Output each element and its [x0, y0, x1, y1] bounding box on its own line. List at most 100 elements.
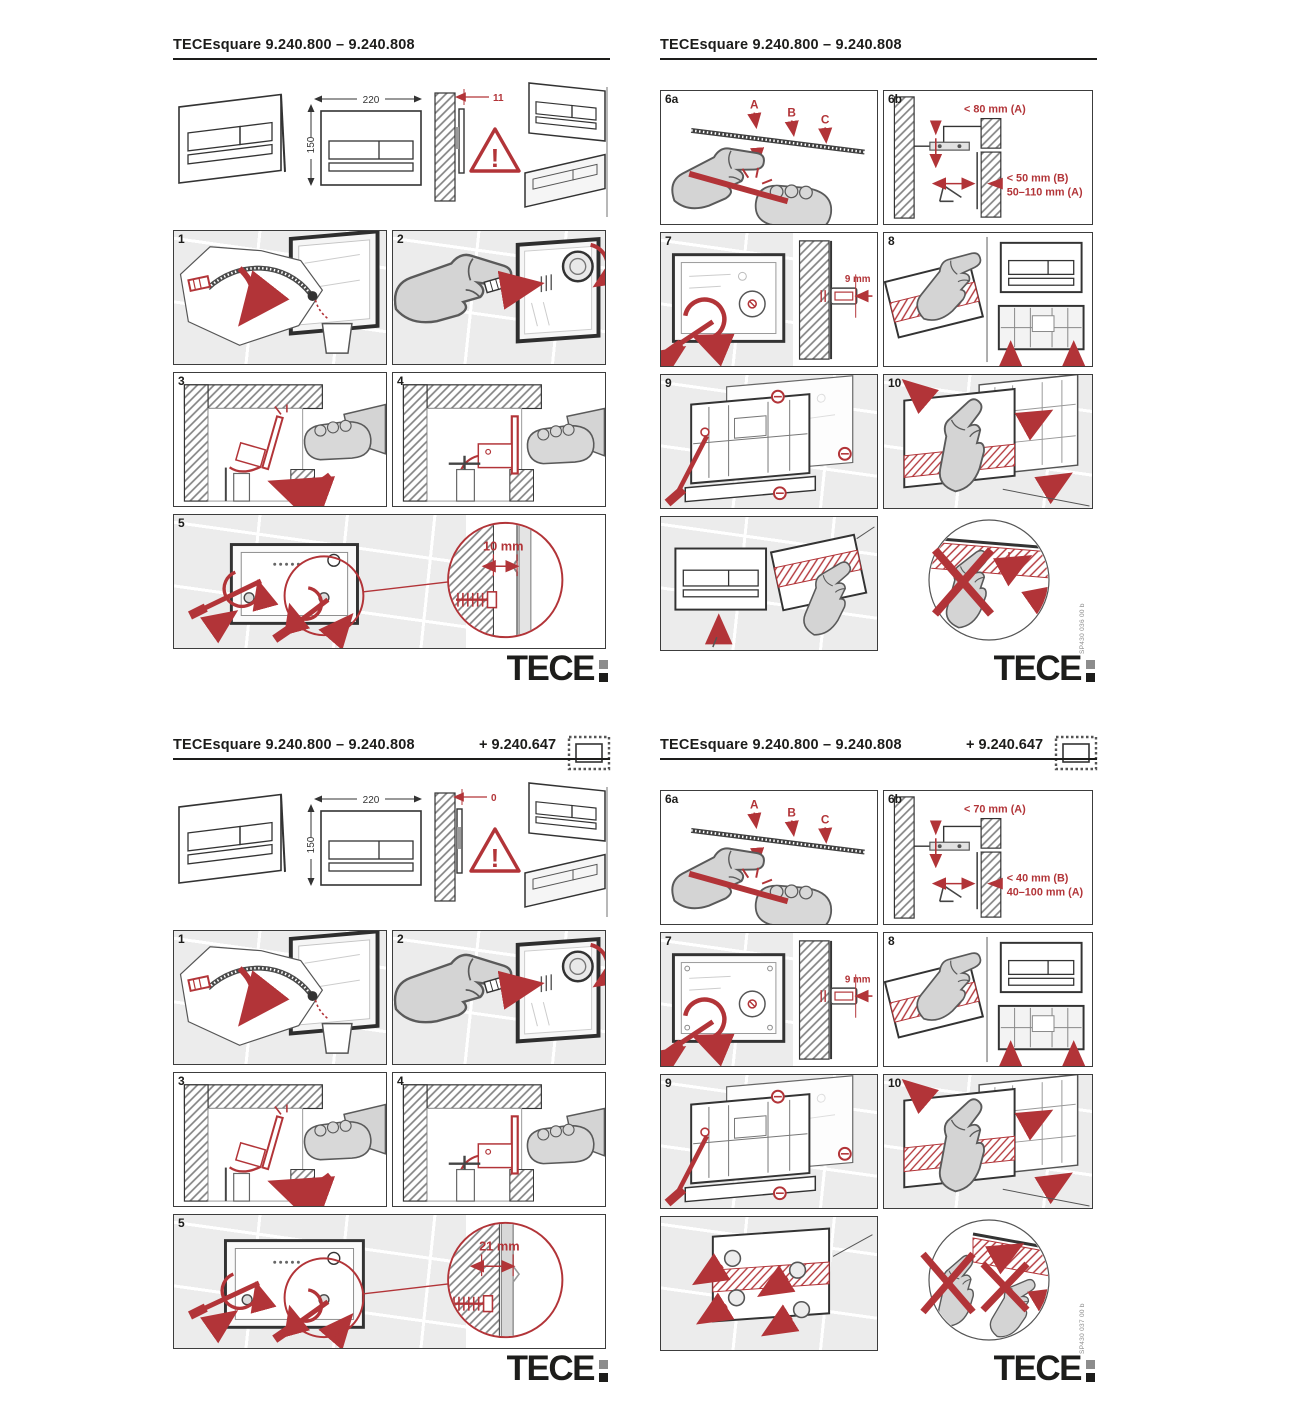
logo-colon-icon — [1086, 1355, 1095, 1382]
accessory-code: + 9.240.647 — [479, 737, 557, 753]
rotate-arrow — [590, 242, 605, 288]
header-rule — [173, 758, 610, 760]
snap-burst — [741, 167, 773, 185]
screw-target — [700, 427, 710, 437]
red-screw — [837, 446, 852, 461]
bracket-box — [477, 443, 513, 469]
logo-colon-icon — [599, 1355, 608, 1382]
svg-text:A: A — [750, 798, 759, 812]
bottle — [456, 468, 475, 502]
rotate-circle — [222, 570, 279, 612]
accessory-code: + 9.240.647 — [966, 737, 1044, 753]
step-panel: 9 — [660, 374, 878, 509]
tece-logo: TECE — [994, 1351, 1095, 1386]
push-arrow — [497, 270, 545, 310]
page-4: TECEsquare 9.240.800 – 9.240.808 + 9.240… — [660, 735, 1098, 1400]
forbidden-x-icon — [920, 1251, 976, 1315]
pull-arrow — [695, 1292, 735, 1325]
step-number: 8 — [888, 934, 895, 948]
dimension-figure: 220 150 — [306, 795, 422, 886]
step-number: 1 — [178, 932, 185, 946]
warning-detail — [885, 516, 1093, 651]
step-number: 7 — [665, 934, 672, 948]
svg-text:B: B — [787, 806, 796, 820]
pull-arrow — [757, 1264, 796, 1297]
step-number: 6a — [665, 92, 679, 106]
final-panel — [660, 1216, 878, 1351]
step-number: 3 — [178, 1074, 185, 1088]
arrow — [901, 379, 939, 415]
measure-label: 40–100 mm (A) — [1007, 886, 1084, 898]
step-number: 1 — [178, 232, 185, 246]
detail-ring — [738, 290, 766, 318]
measure-label: < 80 mm (A) — [964, 104, 1026, 116]
step-panel: 8 — [883, 232, 1093, 367]
step-number: 4 — [397, 1074, 404, 1088]
warning-triangle-icon: ! — [469, 827, 521, 873]
detail-label: 10 mm — [483, 538, 524, 553]
support-foot — [938, 184, 962, 203]
detail-source-circle — [283, 555, 365, 637]
svg-text:150: 150 — [306, 136, 317, 153]
plate — [999, 241, 1083, 294]
page-3: TECEsquare 9.240.800 – 9.240.808 + 9.240… — [173, 735, 611, 1400]
svg-text:A: A — [750, 98, 759, 112]
red-screw — [770, 389, 785, 404]
step-panel: 7 9 mm — [660, 232, 878, 367]
svg-text:C: C — [821, 113, 830, 127]
step-panel: 4 — [392, 1072, 606, 1207]
measure-label: 9 mm — [845, 274, 871, 285]
leader-line — [1002, 488, 1090, 507]
step-number: 2 — [397, 932, 404, 946]
detail-circle: 21 mm — [447, 1221, 564, 1339]
rotate-arrow — [683, 297, 735, 366]
svg-text:220: 220 — [363, 95, 380, 106]
glass-plate — [711, 1227, 831, 1323]
step-number: 7 — [665, 234, 672, 248]
screwdriver — [200, 578, 263, 612]
suction-cup — [727, 1289, 746, 1307]
measure-label: < 40 mm (B) — [1007, 873, 1069, 885]
wall-hatch — [893, 96, 915, 219]
step-number: 10 — [888, 1076, 902, 1090]
leader-line — [856, 526, 875, 540]
dimension-figure: 220 150 — [306, 95, 422, 186]
svg-text:B: B — [787, 106, 796, 120]
mounted-plate-figure — [524, 82, 608, 217]
step-panel: 5 — [173, 514, 606, 649]
warning-detail — [885, 1216, 1093, 1351]
page-title: TECEsquare 9.240.800 – 9.240.808 — [660, 37, 902, 53]
step-panel: 1 — [173, 230, 387, 365]
mounted-plate-figure — [524, 782, 608, 917]
forbidden-x-icon — [931, 547, 995, 617]
pull-arrow — [761, 1304, 800, 1337]
logo-colon-icon — [599, 655, 608, 682]
intro-figures: 220 150 11 ! — [173, 77, 610, 227]
svg-text:0: 0 — [491, 793, 497, 804]
step-panel: 2 — [392, 230, 606, 365]
step-number: 10 — [888, 376, 902, 390]
mounted-plate — [674, 547, 768, 611]
step-panel: 3 — [173, 1072, 387, 1207]
pull-arrow — [692, 1253, 731, 1286]
screw-thread — [456, 591, 498, 609]
cup — [321, 322, 353, 354]
tece-logo: TECE — [507, 1351, 608, 1386]
svg-text:11: 11 — [493, 93, 504, 104]
step-number: 9 — [665, 1076, 672, 1090]
step-number: 5 — [178, 516, 185, 530]
arrow — [1034, 472, 1073, 505]
warning-triangle-icon: ! — [469, 127, 521, 173]
step-number: 6b — [888, 92, 903, 106]
screwdriver — [675, 435, 709, 495]
nozzle — [187, 274, 212, 293]
step-panel: 6a A B C — [660, 90, 878, 225]
header-rule — [173, 58, 610, 60]
page-2: TECEsquare 9.240.800 – 9.240.808 6a A B … — [660, 35, 1097, 700]
step-panel: 1 — [173, 930, 387, 1065]
plate-perspective-figure — [178, 793, 286, 884]
down-arrowhead — [929, 120, 942, 136]
fist-icon — [303, 419, 372, 461]
arrow — [1014, 409, 1054, 441]
header-rule — [660, 58, 1097, 60]
